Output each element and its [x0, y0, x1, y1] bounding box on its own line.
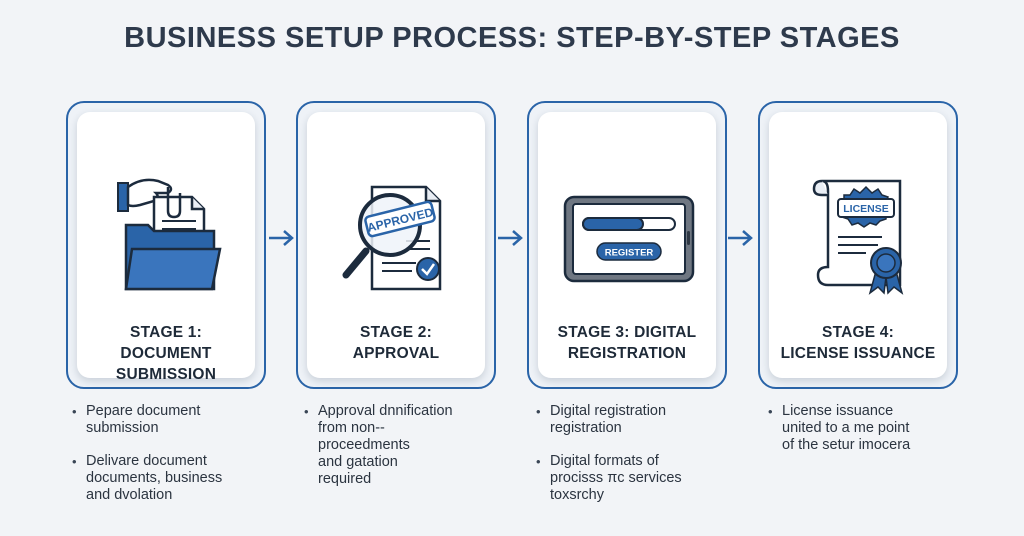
arrow-right-icon — [269, 230, 294, 246]
list-item: Pepare document submission — [72, 403, 287, 437]
list-item: Digital formats of procisss πc services … — [536, 453, 751, 504]
stage-3-bullets: Digital registration registration Digita… — [536, 403, 751, 520]
stage-card-3: REGISTER STAGE 3: DIGITAL REGISTRATION — [527, 101, 727, 389]
tablet-register-icon: REGISTER — [538, 162, 716, 302]
stage-4-title: STAGE 4: LICENSE ISSUANCE — [780, 324, 936, 362]
arrow-right-icon — [498, 230, 523, 246]
stage-2-bullets: Approval dnnification from non-- proceed… — [304, 403, 519, 504]
stage-card-1: STAGE 1: DOCUMENT SUBMISSION — [66, 101, 266, 389]
license-badge-text: LICENSE — [843, 203, 889, 215]
stage-card-3-inner: REGISTER STAGE 3: DIGITAL REGISTRATION — [538, 112, 716, 378]
license-certificate-icon: LICENSE — [769, 162, 947, 302]
stage-1-title: STAGE 1: DOCUMENT SUBMISSION — [115, 324, 217, 383]
list-item: Approval dnnification from non-- proceed… — [304, 403, 519, 488]
stage-card-1-inner: STAGE 1: DOCUMENT SUBMISSION — [77, 112, 255, 383]
stage-card-2-inner: APPROVED STAGE 2: APPROVAL — [307, 112, 485, 378]
register-button-text: REGISTER — [605, 248, 654, 259]
approved-magnifier-icon: APPROVED — [307, 162, 485, 302]
list-item: Delivare document documents, business an… — [72, 453, 287, 504]
page-title: BUSINESS SETUP PROCESS: STEP-BY-STEP STA… — [124, 22, 900, 54]
stage-card-4: LICENSE STAGE 4: LICENSE ISSUANCE — [758, 101, 958, 389]
stage-card-4-inner: LICENSE STAGE 4: LICENSE ISSUANCE — [769, 112, 947, 378]
stage-1-bullets: Pepare document submission Delivare docu… — [72, 403, 287, 520]
document-folder-icon — [77, 162, 255, 302]
stage-2-title: STAGE 2: APPROVAL — [352, 324, 440, 362]
stage-card-2: APPROVED STAGE 2: APPROVAL — [296, 101, 496, 389]
stage-3-title: STAGE 3: DIGITAL REGISTRATION — [557, 324, 697, 362]
list-item: License issuance united to a me point of… — [768, 403, 983, 454]
arrow-right-icon — [728, 230, 753, 246]
list-item: Digital registration registration — [536, 403, 751, 437]
stage-4-bullets: License issuance united to a me point of… — [768, 403, 983, 470]
